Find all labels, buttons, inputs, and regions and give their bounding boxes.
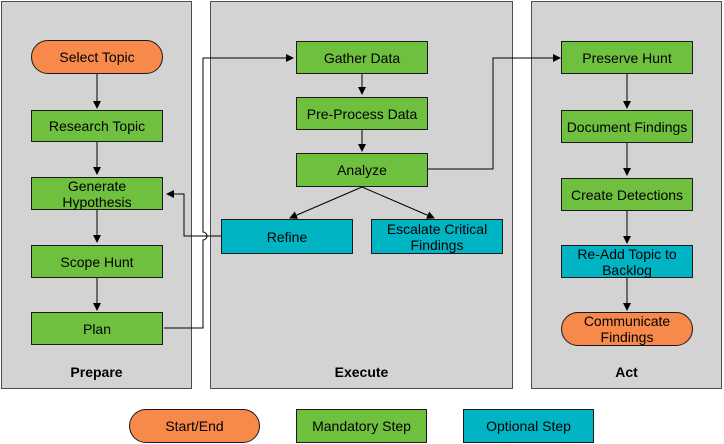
legend-mandatory-step: Mandatory Step	[296, 409, 427, 443]
node-select-topic: Select Topic	[31, 40, 163, 74]
node-readd-topic-to-backlog: Re-Add Topic to Backlog	[561, 245, 693, 278]
edge-analyze-to-escalate	[361, 186, 435, 219]
legend-start-end: Start/End	[129, 409, 260, 443]
node-scope-hunt: Scope Hunt	[31, 245, 163, 278]
node-document-findings: Document Findings	[561, 110, 693, 143]
node-refine: Refine	[221, 219, 353, 254]
node-plan: Plan	[31, 312, 163, 345]
node-analyze: Analyze	[296, 153, 428, 187]
node-preserve-hunt: Preserve Hunt	[561, 41, 693, 74]
node-pre-process-data: Pre-Process Data	[296, 97, 428, 130]
edge-plan-to-gather	[164, 54, 294, 329]
node-create-detections: Create Detections	[561, 178, 693, 211]
node-research-topic: Research Topic	[31, 110, 163, 142]
node-escalate-critical-findings: Escalate Critical Findings	[371, 219, 503, 254]
node-gather-data: Gather Data	[296, 41, 428, 74]
node-communicate-findings: Communicate Findings	[561, 312, 693, 346]
legend-optional-step: Optional Step	[463, 409, 594, 443]
edge-analyze-to-refine	[289, 186, 363, 219]
edge-refine-to-generate	[166, 190, 221, 237]
lane-title-execute: Execute	[334, 364, 389, 380]
edge-analyze-to-preserve	[428, 54, 561, 170]
lane-title-prepare: Prepare	[70, 364, 123, 380]
node-generate-hypothesis: Generate Hypothesis	[31, 177, 163, 210]
lane-title-act: Act	[615, 364, 638, 380]
